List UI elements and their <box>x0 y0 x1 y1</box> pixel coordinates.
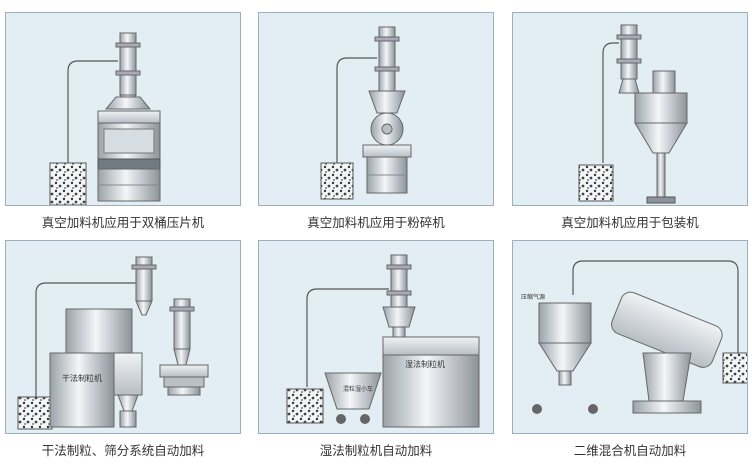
feed-container <box>722 352 747 384</box>
vacuum-hose <box>67 60 118 163</box>
tablet-press-illustration <box>49 32 161 205</box>
caption-packaging: 真空加料机应用于包装机 <box>561 215 699 230</box>
dry-granulator-label: 干法制粒机 <box>62 373 102 383</box>
caption-pulverizer: 真空加料机应用于粉碎机 <box>307 215 445 230</box>
caption-wet-granulation: 湿法制粒机自动加料 <box>319 443 433 458</box>
feed-container <box>320 162 354 200</box>
vacuum-feeder <box>620 24 638 80</box>
feed-container <box>49 162 87 205</box>
dry-granulator <box>49 352 115 428</box>
panel-dry-granulation: 干法制粒机 <box>5 240 241 434</box>
wet-granulator <box>382 354 480 428</box>
panel-wet-granulation: 湿法制粒机 混粒湿小车 <box>258 240 494 434</box>
vacuum-feeder <box>119 32 137 96</box>
panel-tablet-press <box>5 12 241 206</box>
sieve <box>159 364 209 378</box>
caption-2d-mixer: 二维混合机自动加料 <box>573 443 687 458</box>
dry-granulation-illustration: 干法制粒机 <box>17 256 209 430</box>
vacuum-hose <box>602 42 619 163</box>
panel-2d-mixer: 压缩气源 <box>512 240 748 434</box>
wet-granulation-illustration: 湿法制粒机 混粒湿小车 <box>286 254 480 428</box>
vacuum-feeder <box>390 254 408 308</box>
feed-container <box>578 164 614 202</box>
packaging-illustration <box>578 24 688 204</box>
granule-cart <box>324 372 382 410</box>
wet-granulator-label: 湿法制粒机 <box>405 359 445 369</box>
panel-pulverizer <box>258 12 494 206</box>
vacuum-hose <box>336 57 377 163</box>
2d-mixer-illustration: 压缩气源 <box>521 260 747 414</box>
caption-dry-granulation: 干法制粒、筛分系统自动加料 <box>41 443 205 458</box>
caption-tablet-press: 真空加料机应用于双桶压片机 <box>41 215 205 230</box>
packaging-hopper <box>634 92 688 124</box>
pulverizer-illustration <box>320 26 412 200</box>
feed-container <box>286 388 324 424</box>
vacuum-hose <box>306 288 389 387</box>
panel-packaging <box>512 12 748 206</box>
vacuum-hose <box>572 260 739 353</box>
compressed-air-label: 压缩气源 <box>521 293 545 301</box>
vacuum-feeder <box>135 256 153 302</box>
mixing-drum <box>611 291 723 368</box>
feed-container <box>17 396 53 430</box>
granule-cart-label: 混粒湿小车 <box>343 385 373 393</box>
vacuum-hose <box>35 282 136 397</box>
dust-collector <box>538 302 592 344</box>
